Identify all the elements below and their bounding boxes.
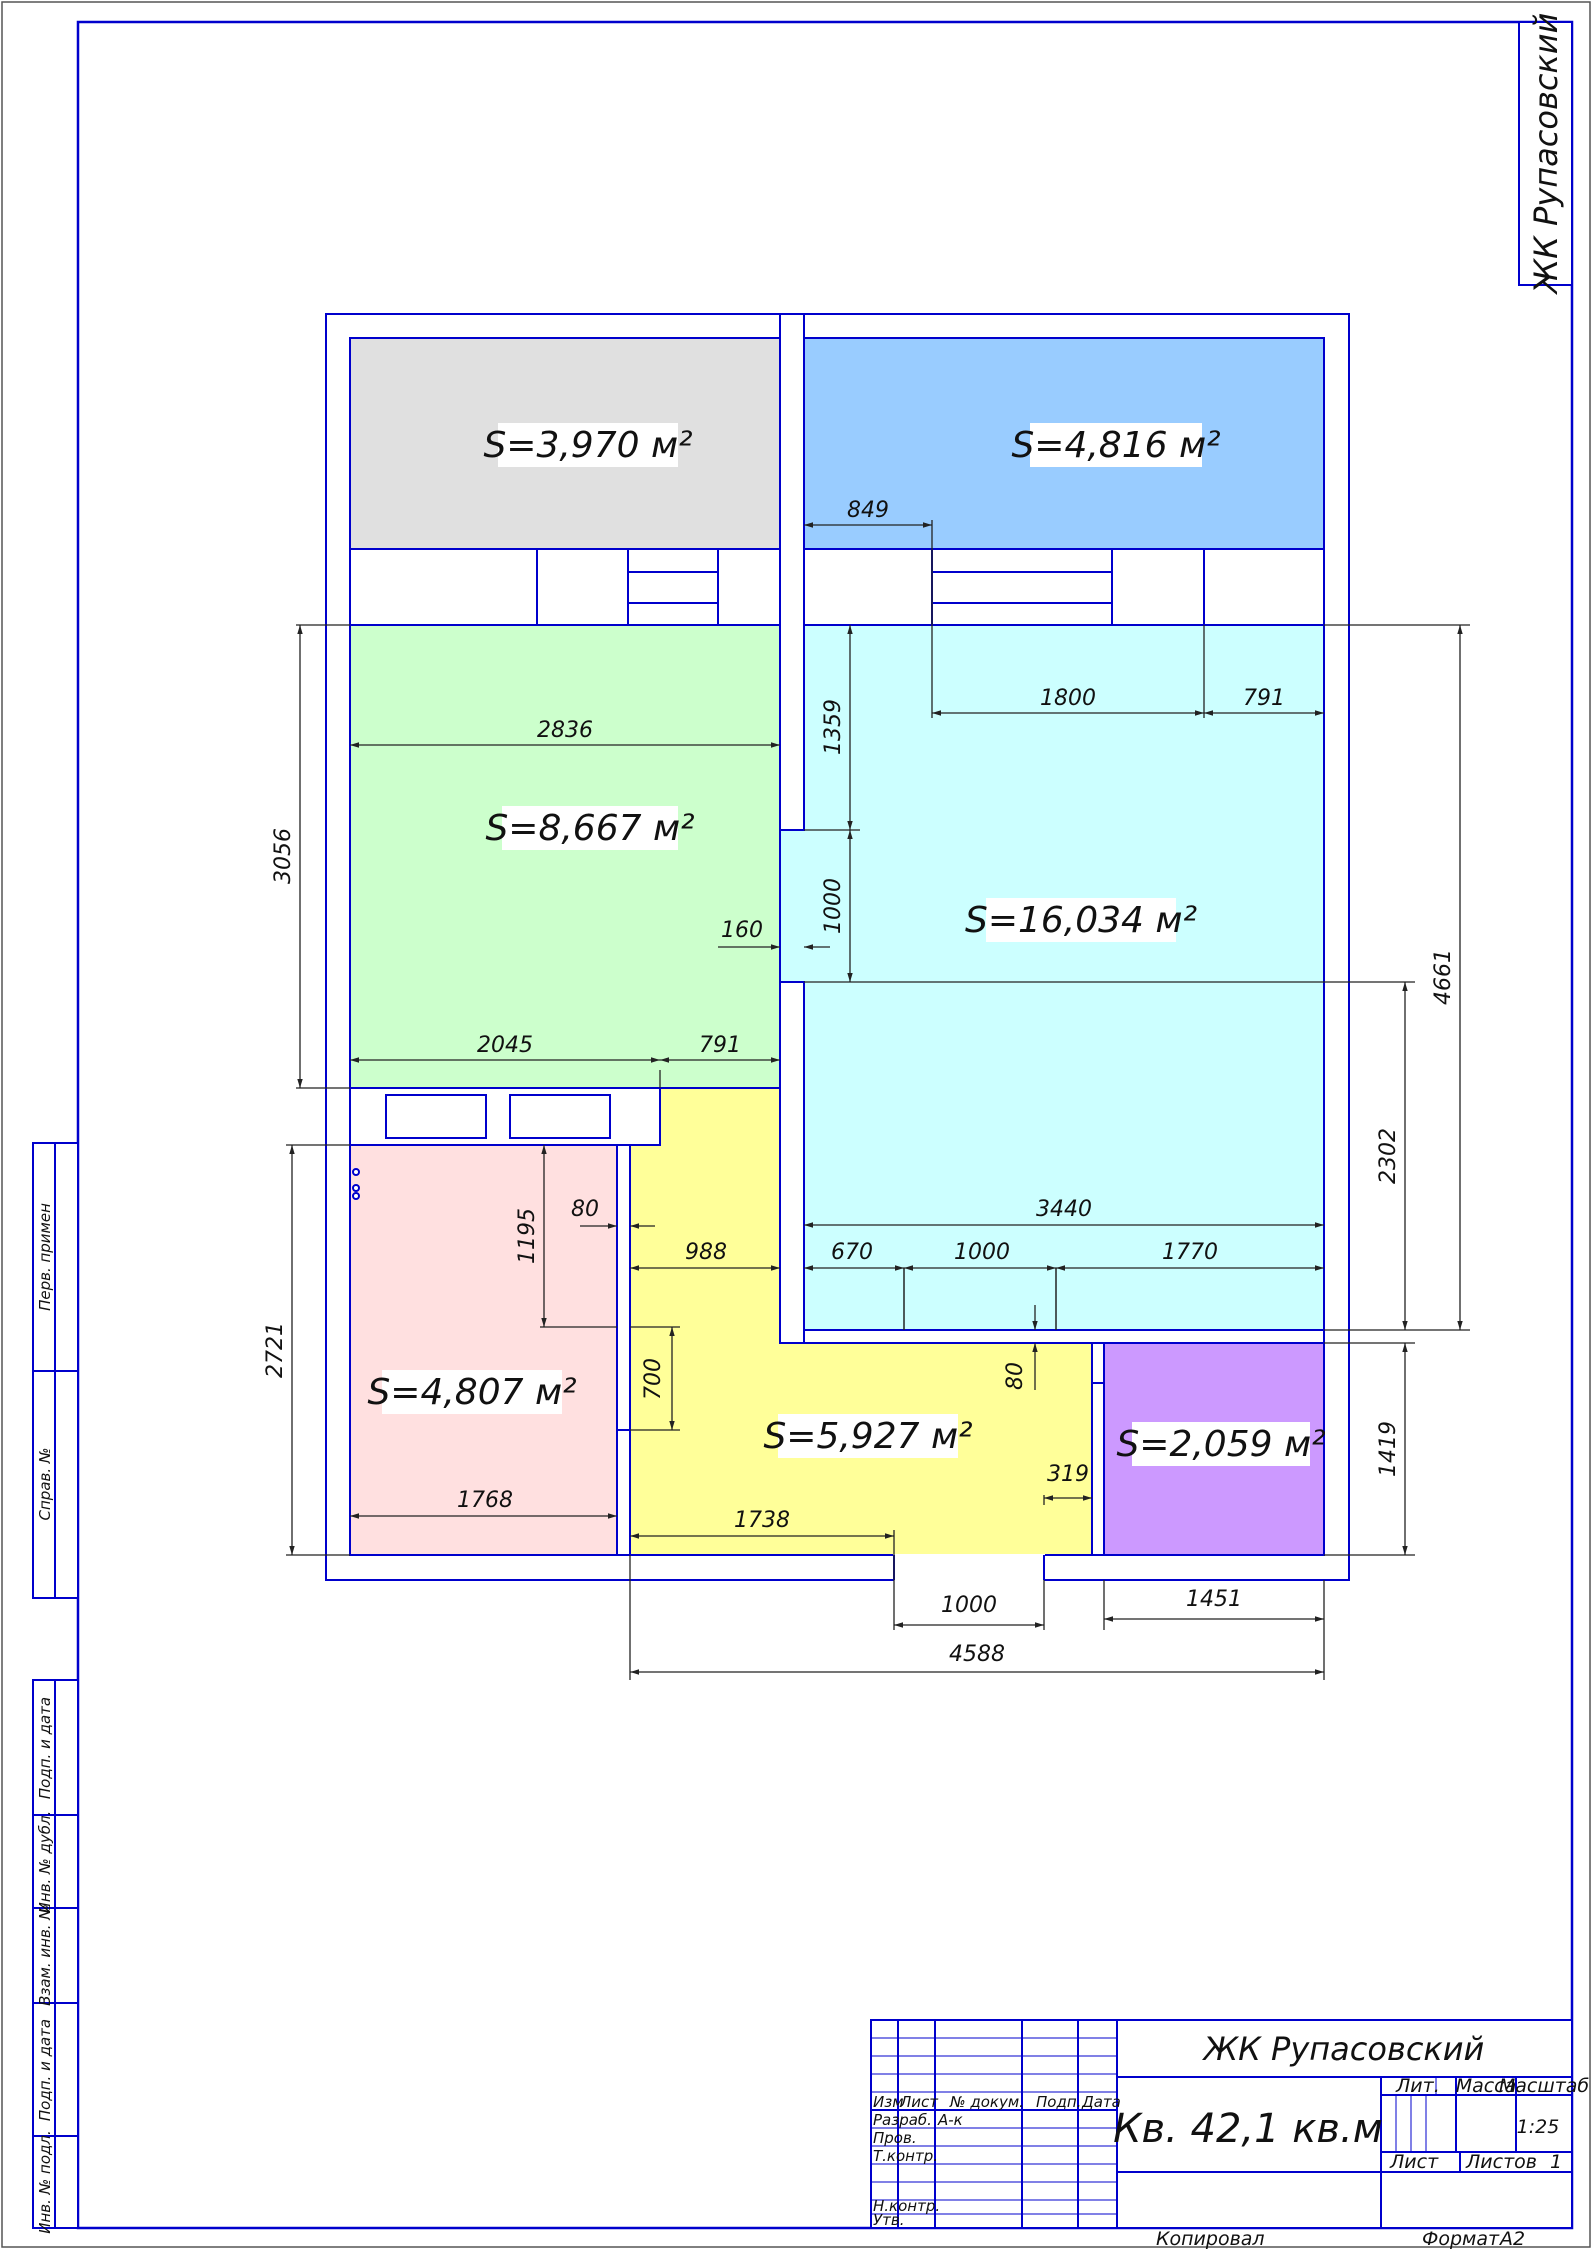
- dim-1770: 1770: [1162, 1240, 1218, 1265]
- dim-1800: 1800: [1040, 686, 1096, 711]
- tb-format-value: А2: [1498, 2228, 1525, 2249]
- stamp-perv-primen: Перв. примен: [36, 1203, 54, 1311]
- tb-prov: Пров.: [873, 2129, 917, 2147]
- dim-80-left: 80: [571, 1197, 599, 1222]
- area-labels: S=3,970 м² S=4,816 м² S=8,667 м² S=16,03…: [367, 423, 1326, 1466]
- dim-1000-bottom: 1000: [941, 1593, 997, 1618]
- stamp-sprav-no: Справ. №: [36, 1448, 54, 1521]
- tb-sheet: Лист: [1389, 2151, 1439, 2173]
- dim-1000-horizontal: 1000: [954, 1240, 1010, 1265]
- area-violet: S=2,059 м²: [1116, 1424, 1325, 1465]
- wall-central-top: [779, 313, 805, 831]
- dim-319: 319: [1047, 1462, 1089, 1487]
- tb-project: ЖК Рупасовский: [1202, 2030, 1485, 2068]
- tb-lit: Лит.: [1395, 2075, 1440, 2097]
- dim-988: 988: [685, 1240, 727, 1265]
- dim-1451: 1451: [1186, 1587, 1242, 1612]
- dim-2721: 2721: [263, 1322, 288, 1378]
- wall-central-mid: [779, 981, 805, 1344]
- entrance-door-opening: [893, 1554, 1045, 1582]
- dim-1359: 1359: [821, 699, 846, 755]
- dim-2836: 2836: [537, 718, 593, 743]
- dim-791-mid: 791: [699, 1033, 741, 1058]
- tb-h-list: Лист: [899, 2093, 939, 2111]
- tb-h-podp: Подп.: [1036, 2093, 1081, 2111]
- left-side-stamp: [32, 1142, 79, 2229]
- tb-nkontr: Н.контр.: [873, 2197, 940, 2215]
- dim-1195: 1195: [515, 1208, 540, 1264]
- corner-stamp: ЖК Рупасовский: [1518, 13, 1573, 296]
- left-side-stamp-labels: Перв. примен Справ. № Подп. и дата Инв. …: [36, 1203, 54, 2234]
- tb-razrab: Разраб.: [873, 2111, 932, 2129]
- dim-3056: 3056: [271, 828, 296, 884]
- wardrobe-1: [385, 1094, 487, 1139]
- dim-670: 670: [831, 1240, 873, 1265]
- dim-4661: 4661: [1431, 949, 1456, 1005]
- tb-sheets-count: 1: [1550, 2151, 1562, 2173]
- tb-masshtab: Масштаб: [1499, 2075, 1590, 2097]
- area-gray: S=3,970 м²: [483, 425, 692, 466]
- title-block: [870, 2019, 1573, 2229]
- stamp-vzam-inv: Взам. инв. №: [36, 1904, 54, 2006]
- dim-1768: 1768: [457, 1488, 513, 1513]
- tb-h-izm: Изм: [873, 2093, 904, 2111]
- room-cyan: [779, 624, 1325, 1331]
- tb-h-doc-no: № докум.: [949, 2093, 1024, 2111]
- dim-2045: 2045: [477, 1033, 533, 1058]
- dim-1000-vertical: 1000: [821, 878, 846, 934]
- stamp-inv-podl: Инв. № подл.: [36, 2130, 54, 2233]
- tb-massa: Масса: [1456, 2075, 1517, 2097]
- socket-icon: [352, 1184, 360, 1192]
- area-pink: S=4,807 м²: [367, 1372, 576, 1413]
- tb-sheets: Листов: [1465, 2151, 1537, 2173]
- corner-title: ЖК Рупасовский: [1527, 13, 1565, 296]
- wall-pink-yellow-upper: [616, 1144, 631, 1431]
- area-yellow: S=5,927 м²: [763, 1416, 972, 1457]
- title-block-text: ЖК Рупасовский Кв. 42,1 кв.м Изм Лист № …: [873, 2030, 1589, 2249]
- dim-160: 160: [721, 918, 763, 943]
- tb-designation: Кв. 42,1 кв.м: [1113, 2106, 1383, 2152]
- dim-700: 700: [641, 1358, 666, 1400]
- dim-80-door: 80: [1003, 1362, 1028, 1390]
- wall-pink-yellow-lower: [616, 1429, 631, 1556]
- wall-cyan-bottom: [803, 1329, 1325, 1344]
- drawing-frame: [76, 20, 1574, 2230]
- tb-h-data: Дата: [1081, 2093, 1121, 2111]
- area-green: S=8,667 м²: [485, 808, 694, 849]
- window-left: [627, 548, 719, 626]
- stamp-podp-data-2: Подп. и дата: [36, 2019, 54, 2121]
- stamp-podp-data-1: Подп. и дата: [36, 1697, 54, 1799]
- dim-4588: 4588: [949, 1642, 1005, 1667]
- dim-791-top: 791: [1243, 686, 1285, 711]
- tb-razrab-value: А-к: [937, 2111, 963, 2129]
- dimension-labels: 849 1800 791 2836 1359 1000 160 3056 466…: [263, 498, 1456, 1667]
- wardrobe-2: [509, 1094, 611, 1139]
- dim-1738: 1738: [734, 1508, 790, 1533]
- tb-utv: Утв.: [873, 2211, 905, 2229]
- dim-2302: 2302: [1376, 1128, 1401, 1184]
- area-cyan: S=16,034 м²: [965, 900, 1197, 941]
- tb-scale: 1:25: [1517, 2116, 1560, 2138]
- tb-kopiroval: Копировал: [1156, 2228, 1265, 2249]
- window-right: [931, 548, 1113, 626]
- dimension-lines: [286, 520, 1470, 1680]
- dim-1419: 1419: [1376, 1421, 1401, 1477]
- area-blue: S=4,816 м²: [1011, 425, 1220, 466]
- dim-849: 849: [847, 498, 889, 523]
- floor-plan: [325, 313, 1350, 1582]
- stamp-inv-dubl: Инв. № дубл.: [36, 1811, 54, 1914]
- room-green: [349, 624, 781, 1089]
- tb-tkontr: Т.контр.: [873, 2147, 938, 2165]
- tb-format-label: Формат: [1422, 2228, 1500, 2249]
- dim-3440: 3440: [1036, 1197, 1092, 1222]
